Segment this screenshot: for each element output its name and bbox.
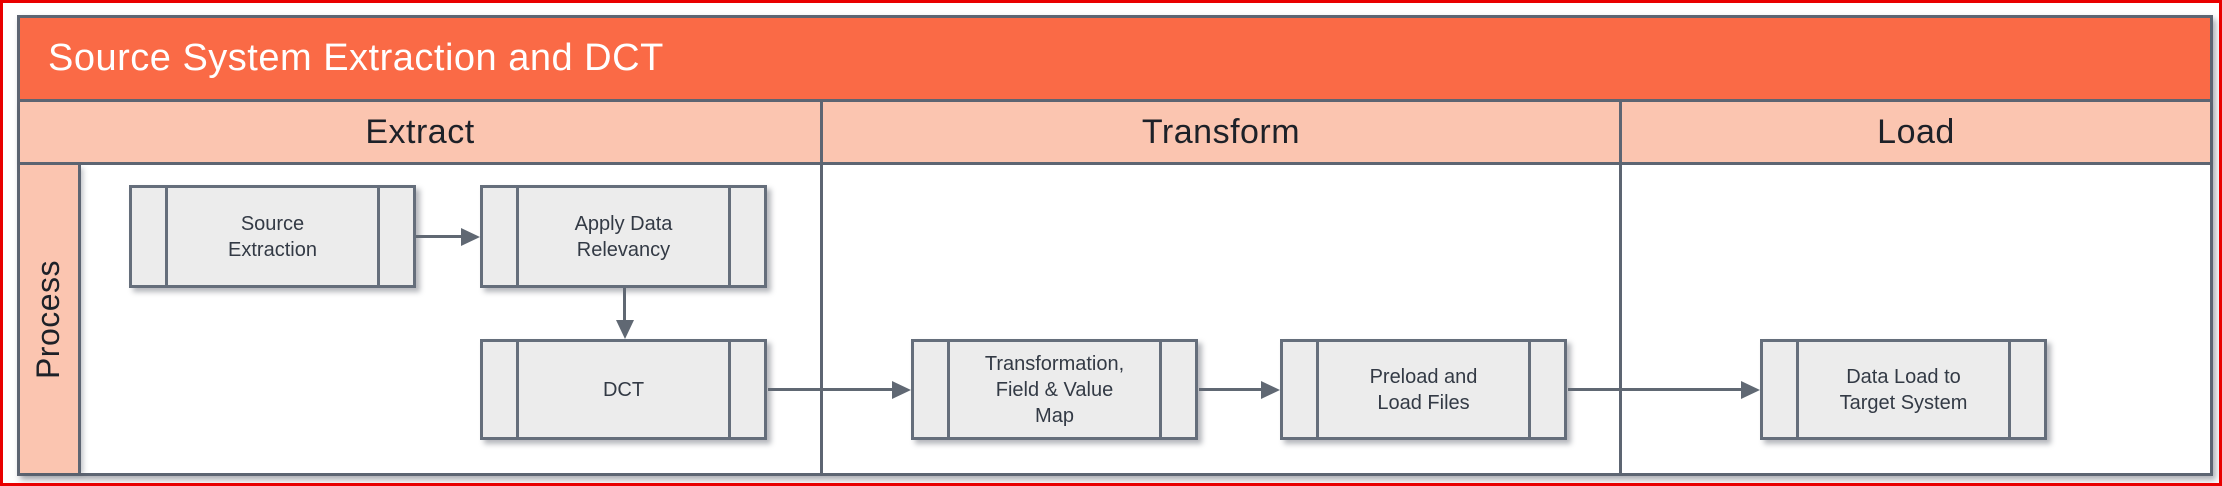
phase-header-extract: Extract	[20, 102, 823, 165]
process-box-data-load-to-target-system: Data Load to Target System	[1760, 339, 2047, 440]
process-box-transformation-field-value-map-label: Transformation, Field & Value Map	[984, 352, 1125, 427]
process-lane-label: Process	[30, 259, 67, 379]
process-box-apply-data-relevancy: Apply Data Relevancy	[480, 185, 767, 288]
lane-body: Process Source Extraction Apply Data Rel…	[20, 165, 2210, 473]
process-box-preload-and-load-files-label: Preload and Load Files	[1369, 365, 1478, 414]
arrowhead-right-icon	[461, 227, 480, 246]
phase-header-extract-label: Extract	[365, 112, 475, 151]
arrowhead-right-icon	[1741, 380, 1760, 399]
process-box-dct-label: DCT	[602, 378, 645, 401]
process-box-preload-and-load-files: Preload and Load Files	[1280, 339, 1567, 440]
arrowhead-right-icon	[1261, 380, 1280, 399]
process-box-data-load-to-target-system-label: Data Load to Target System	[1839, 365, 1968, 414]
connector-source-to-apply	[416, 235, 462, 238]
process-lane-strip: Process	[20, 165, 81, 473]
connector-apply-to-dct	[623, 288, 626, 322]
column-divider-extract-transform	[820, 165, 823, 473]
process-box-source-extraction: Source Extraction	[129, 185, 416, 288]
column-divider-transform-load	[1619, 165, 1622, 473]
phase-header-transform: Transform	[823, 102, 1622, 165]
process-box-transformation-field-value-map: Transformation, Field & Value Map	[911, 339, 1198, 440]
diagram-title: Source System Extraction and DCT	[48, 37, 664, 79]
connector-preload-to-dataload	[1568, 388, 1743, 391]
phase-header-load-label: Load	[1877, 112, 1955, 151]
process-box-apply-data-relevancy-label: Apply Data Relevancy	[574, 212, 673, 261]
phase-header-load: Load	[1622, 102, 2210, 165]
arrowhead-right-icon	[892, 380, 911, 399]
phase-header-transform-label: Transform	[1141, 112, 1301, 151]
process-box-dct: DCT	[480, 339, 767, 440]
diagram-title-bar: Source System Extraction and DCT	[20, 18, 2210, 102]
process-box-source-extraction-label: Source Extraction	[228, 212, 317, 261]
arrowhead-down-icon	[615, 320, 634, 339]
connector-dct-to-transformation	[768, 388, 894, 391]
connector-transformation-to-preload	[1199, 388, 1263, 391]
swimlane-flowchart: Source System Extraction and DCT Extract…	[17, 15, 2213, 476]
phase-header-row: Extract Transform Load	[20, 102, 2210, 165]
